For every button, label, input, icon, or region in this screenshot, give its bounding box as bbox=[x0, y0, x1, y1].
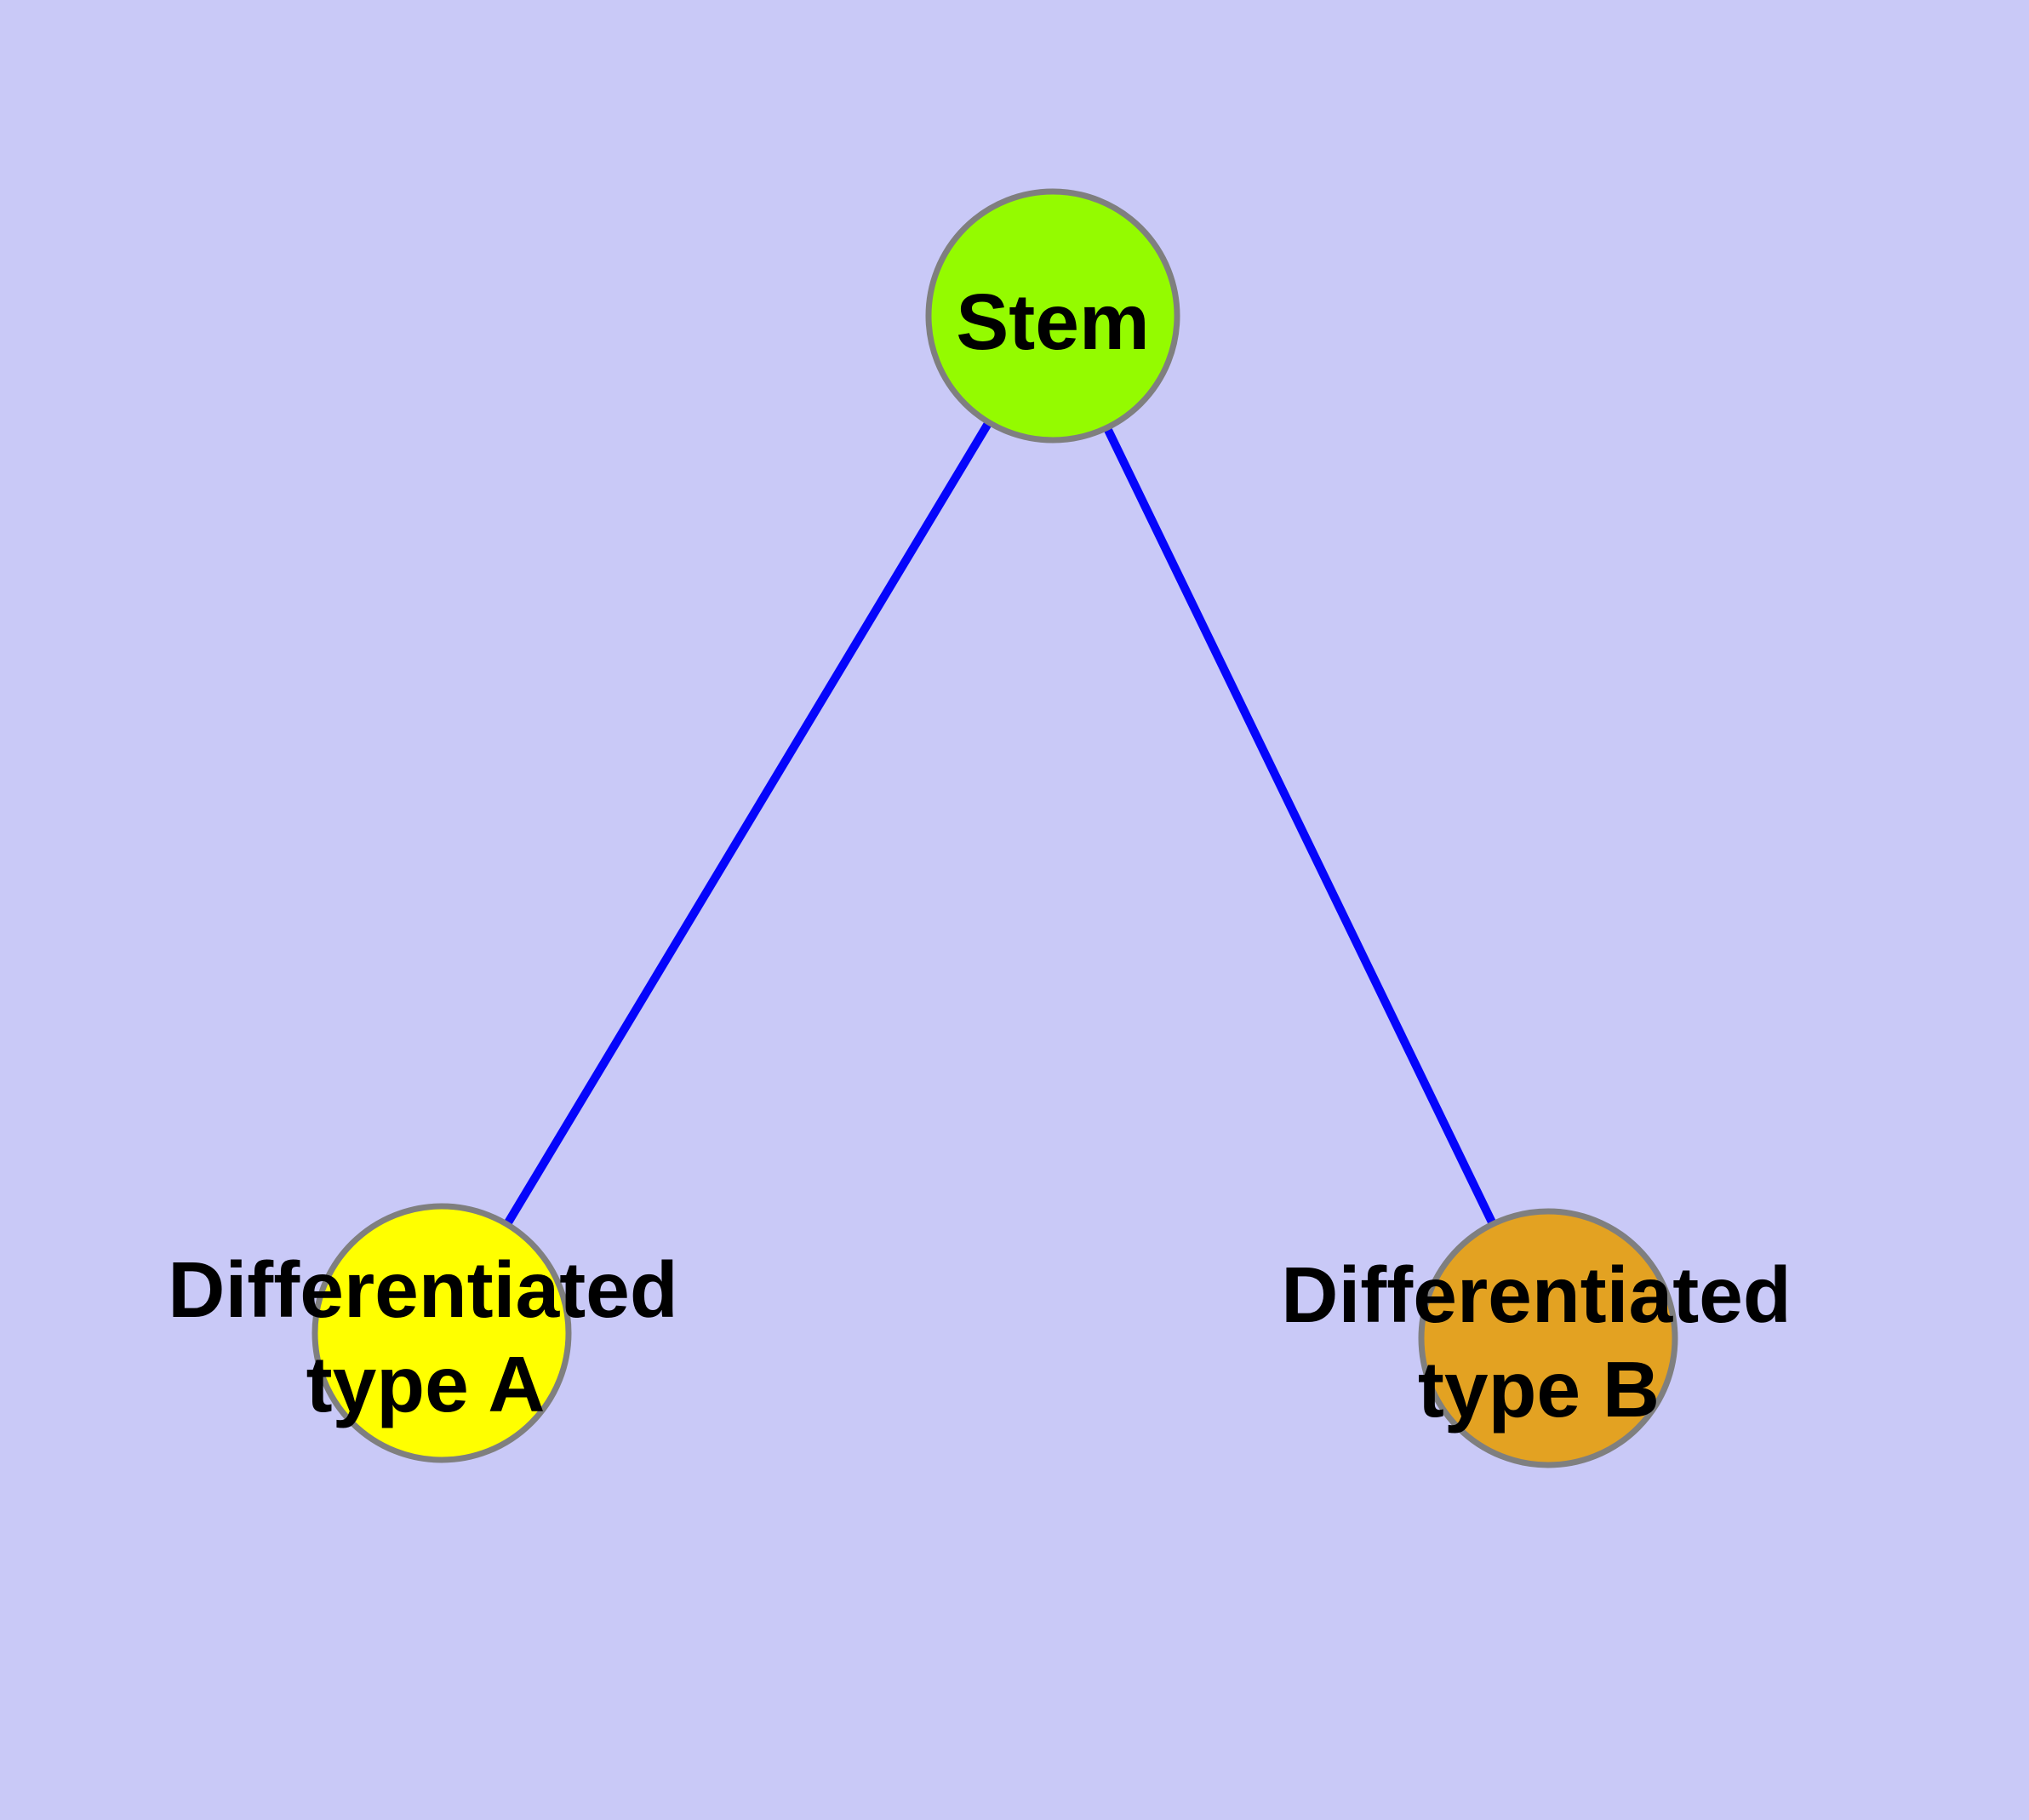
node-differentiated-type-a: Differentiated type A bbox=[168, 1203, 678, 1463]
edge-stem-to-type-a bbox=[437, 313, 1057, 1336]
node-stem-circle bbox=[925, 188, 1180, 444]
node-differentiated-type-b: Differentiated type B bbox=[1281, 1208, 1792, 1468]
node-stem: Stem bbox=[925, 188, 1180, 444]
node-differentiated-type-b-label-line1: Differentiated bbox=[1281, 1251, 1791, 1339]
node-differentiated-type-a-label-line2: type A bbox=[306, 1340, 546, 1428]
node-differentiated-type-a-circle bbox=[311, 1203, 572, 1463]
node-differentiated-type-b-label-line2: type B bbox=[1418, 1345, 1660, 1434]
node-stem-label: Stem bbox=[956, 278, 1149, 366]
edge-stem-to-type-b bbox=[1049, 313, 1552, 1341]
node-differentiated-type-a-label-line1: Differentiated bbox=[168, 1245, 677, 1334]
node-differentiated-type-b-circle bbox=[1418, 1208, 1678, 1468]
